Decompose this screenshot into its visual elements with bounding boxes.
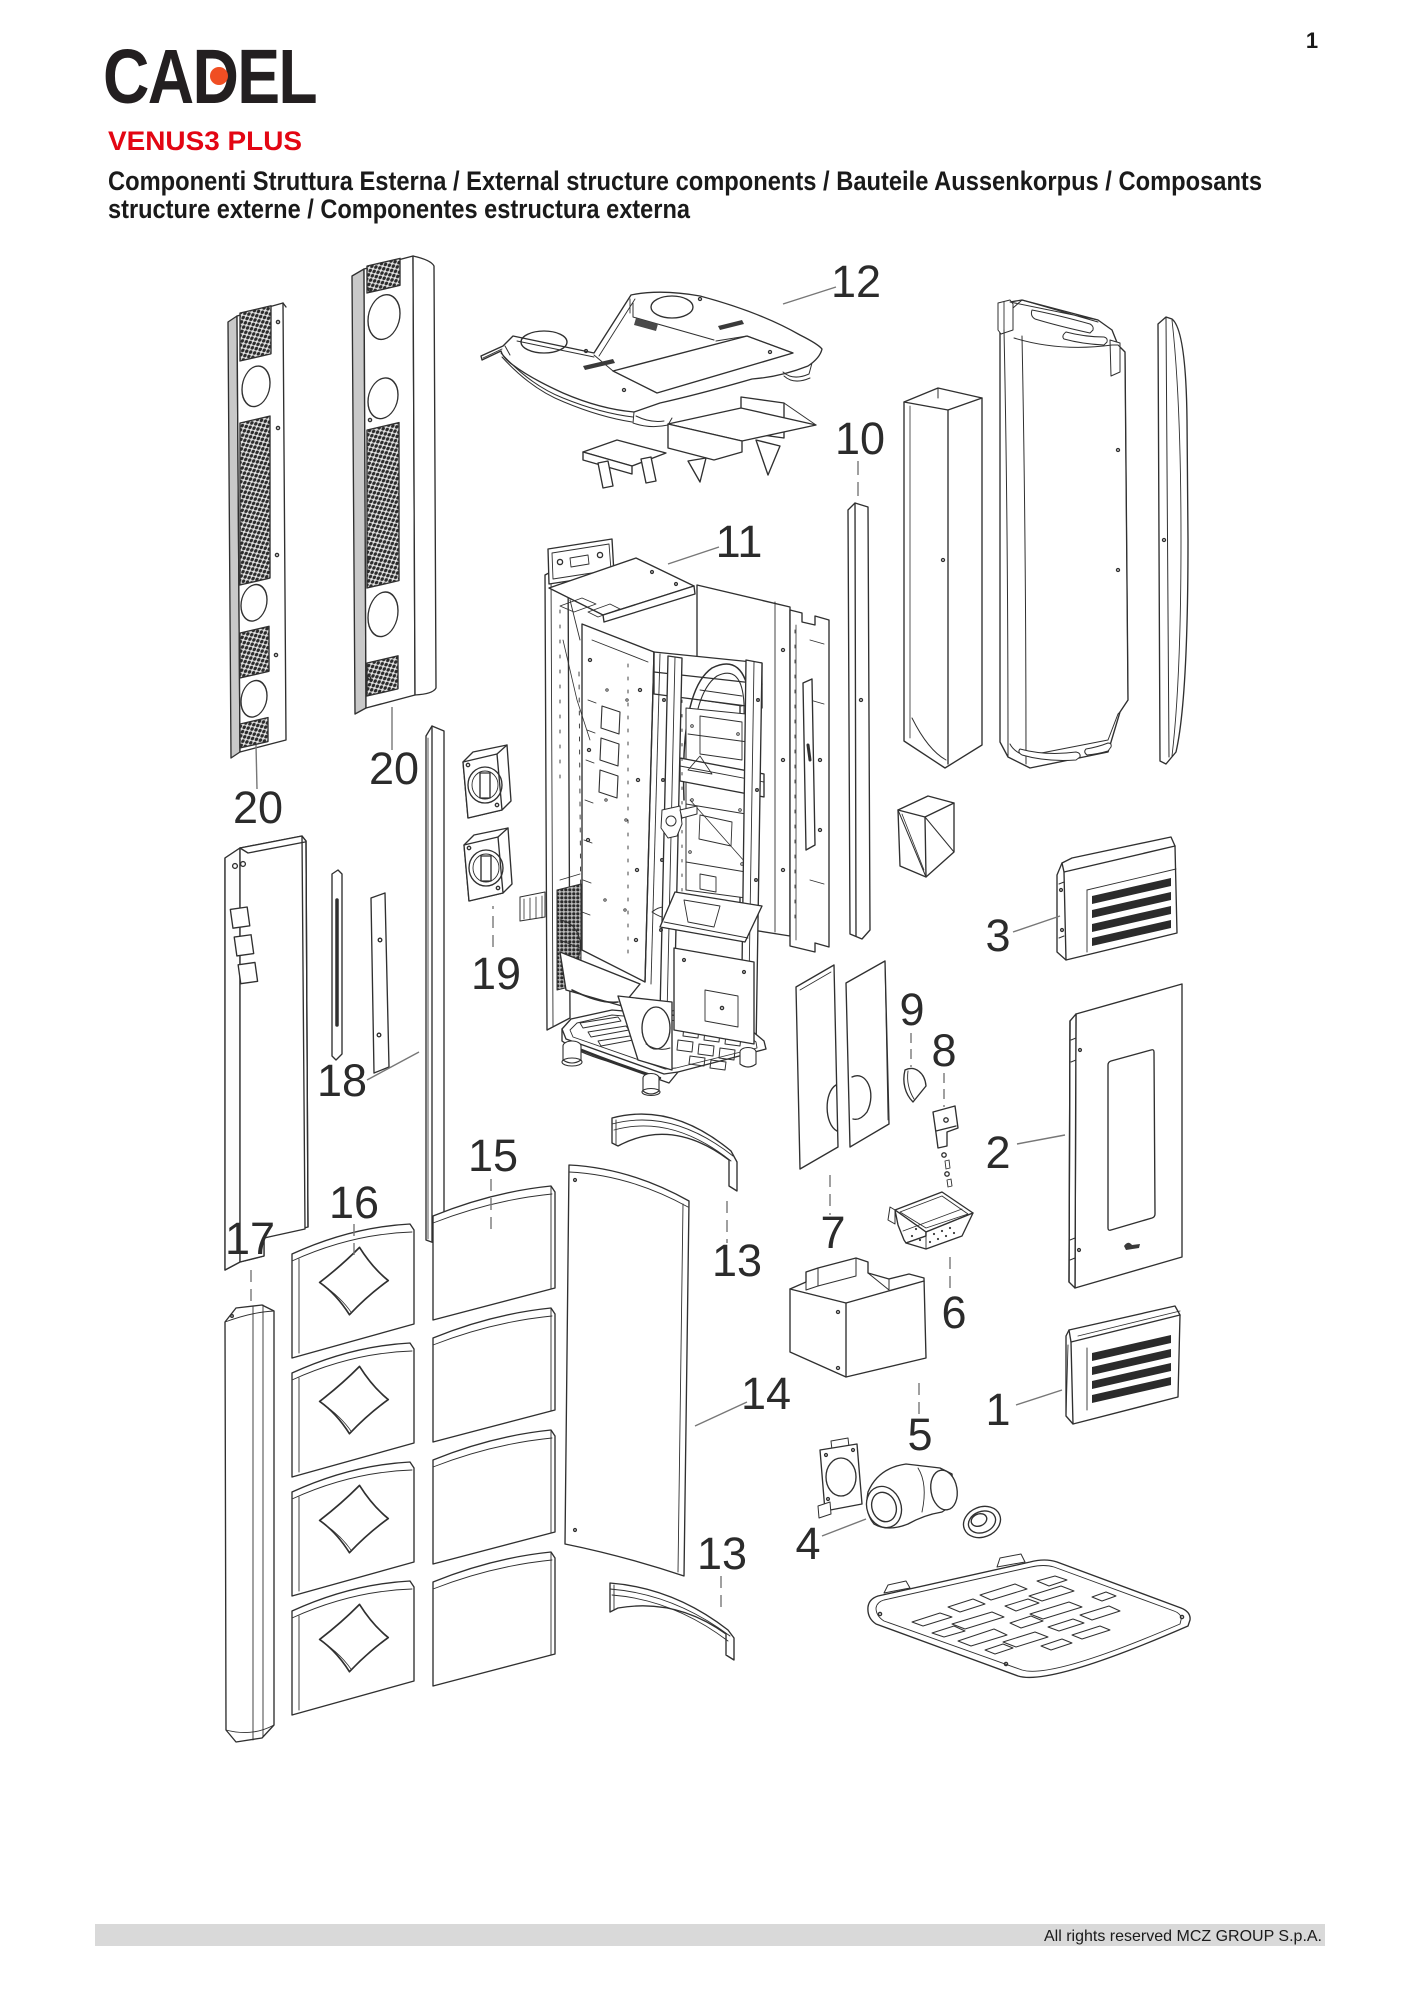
svg-text:1: 1	[1306, 28, 1318, 53]
svg-text:10: 10	[835, 413, 885, 464]
svg-text:17: 17	[225, 1213, 275, 1264]
svg-text:20: 20	[233, 782, 283, 833]
svg-text:1: 1	[985, 1384, 1010, 1435]
svg-text:18: 18	[317, 1055, 367, 1106]
svg-text:8: 8	[931, 1025, 956, 1076]
svg-text:4: 4	[795, 1518, 820, 1569]
svg-text:CADEL: CADEL	[103, 34, 316, 120]
svg-text:7: 7	[820, 1207, 845, 1258]
svg-text:9: 9	[899, 984, 924, 1035]
svg-text:2: 2	[985, 1127, 1010, 1178]
svg-text:15: 15	[468, 1130, 518, 1181]
svg-text:5: 5	[907, 1409, 932, 1460]
svg-text:11: 11	[716, 516, 763, 567]
svg-text:14: 14	[741, 1368, 791, 1419]
svg-text:Componenti Struttura Esterna /: Componenti Struttura Esterna / External …	[108, 166, 1262, 196]
svg-text:structure externe / Componente: structure externe / Componentes estructu…	[108, 194, 691, 224]
svg-text:3: 3	[985, 910, 1010, 961]
svg-text:All rights reserved MCZ GROUP: All rights reserved MCZ GROUP S.p.A.	[1044, 1928, 1322, 1945]
svg-text:13: 13	[712, 1235, 762, 1286]
svg-text:19: 19	[471, 948, 521, 999]
svg-text:16: 16	[329, 1177, 379, 1228]
svg-text:13: 13	[697, 1528, 747, 1579]
svg-text:12: 12	[831, 256, 881, 307]
svg-text:6: 6	[941, 1287, 966, 1338]
svg-text:VENUS3 PLUS: VENUS3 PLUS	[108, 126, 302, 156]
svg-text:20: 20	[369, 743, 419, 794]
